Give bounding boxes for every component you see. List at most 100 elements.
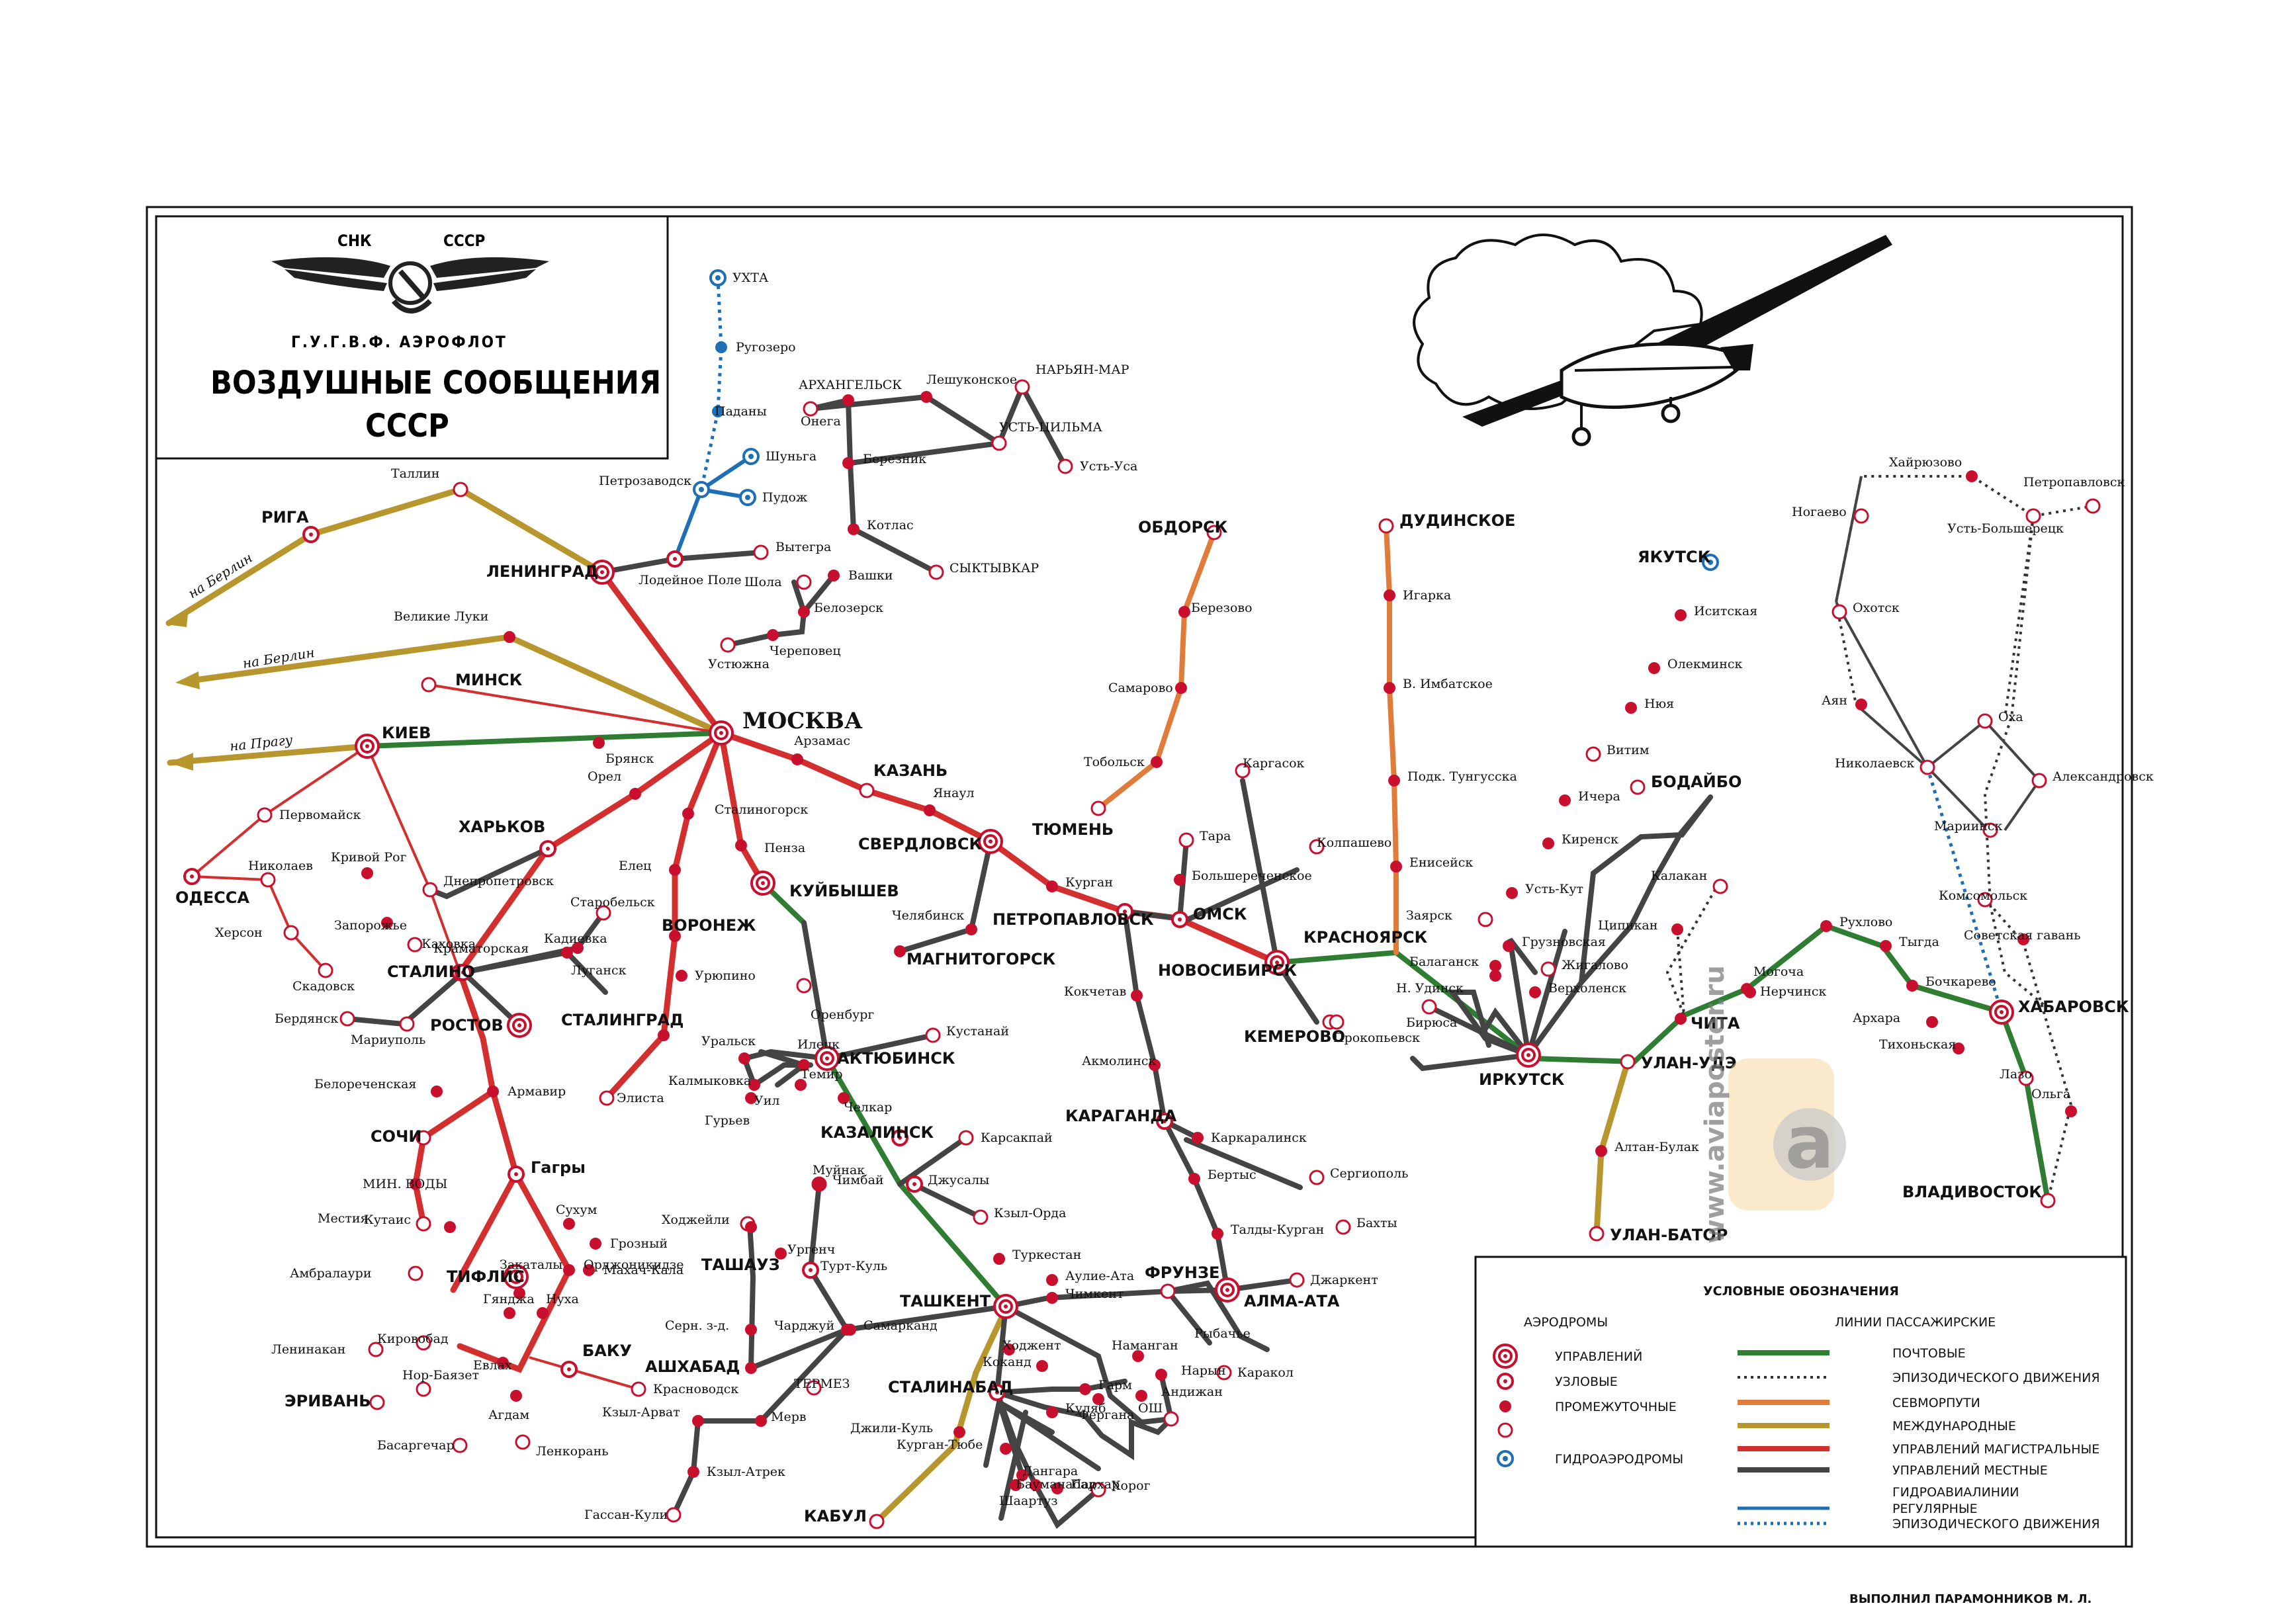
city-18-label: Янаул [933, 786, 975, 800]
city-120-label: Джаркент [1310, 1273, 1378, 1287]
city-0-label: УХТА [732, 271, 769, 285]
city-26-label: ОДЕССА [175, 888, 249, 907]
city-83-marker [828, 570, 840, 581]
city-178-marker [1585, 746, 1601, 762]
city-165-label: Джили-Куль [850, 1421, 933, 1435]
city-115-marker [1212, 1228, 1223, 1240]
city-200-marker [1880, 940, 1892, 952]
city-38-marker [572, 942, 584, 954]
city-201-marker [1906, 980, 1918, 992]
city-207-marker [2040, 1193, 2056, 1209]
city-172-marker [1090, 1482, 1106, 1498]
city-193-marker [1589, 1226, 1605, 1242]
city-141-label: Ургенч [787, 1242, 835, 1257]
inner-frame [155, 215, 2124, 1539]
city-111-label: Акмолинск [1082, 1054, 1157, 1068]
city-173-label: КАБУЛ [804, 1507, 867, 1525]
city-171-label: Пархар [1071, 1477, 1120, 1492]
city-138-marker [813, 1178, 825, 1190]
legend-title: УСЛОВНЫЕ ОБОЗНАЧЕНИЯ [1703, 1284, 1899, 1299]
city-165-marker [953, 1426, 965, 1438]
city-31-label: Запорожье [334, 918, 407, 933]
city-202-label: Архара [1853, 1011, 1900, 1025]
city-125-label: Уральск [701, 1034, 756, 1048]
city-153-marker [692, 1415, 704, 1427]
city-66-marker [560, 1361, 578, 1378]
city-73-marker [842, 394, 854, 406]
city-216-marker [2031, 773, 2047, 789]
city-150-marker [755, 1415, 767, 1427]
city-32-marker [407, 937, 423, 953]
city-92-label: ДУДИНСКОЕ [1399, 511, 1515, 530]
city-47-marker [431, 1086, 443, 1097]
city-14-marker [355, 734, 380, 759]
city-174-marker [1702, 554, 1719, 571]
city-145-marker [1046, 1292, 1058, 1304]
city-157-marker [1132, 1350, 1144, 1362]
city-33-label: Скадовск [292, 979, 355, 994]
title-ussr-top: СССР [443, 232, 485, 250]
city-125-marker [738, 1052, 750, 1064]
city-87-marker [1206, 525, 1222, 540]
city-216-label: Александровск [2052, 769, 2154, 784]
legend-panel: УСЛОВНЫЕ ОБОЗНАЧЕНИЯ АЭРОДРОМЫ ЛИНИИ ПАС… [1474, 1256, 2127, 1548]
city-157-label: Наманган [1112, 1338, 1178, 1353]
city-48-marker [487, 1086, 499, 1097]
city-195-marker [1671, 923, 1683, 935]
city-5-marker [739, 489, 756, 506]
city-63-label: Ленинакан [271, 1342, 345, 1357]
city-62-marker [537, 1307, 549, 1319]
city-107-marker [1264, 950, 1290, 975]
city-164-label: СТАЛИНАБАД [888, 1378, 1013, 1396]
city-50-marker [507, 1166, 525, 1183]
city-129-label: Уил [754, 1093, 779, 1108]
city-85-marker [767, 629, 779, 641]
city-148-marker [745, 1324, 757, 1336]
city-154-marker [687, 1466, 699, 1478]
city-98-label: Колпашево [1317, 835, 1391, 850]
city-23-label: Пенза [764, 841, 805, 855]
city-170-label: Бауманабад [1016, 1477, 1096, 1492]
city-191-label: УЛАН-УДЭ [1641, 1054, 1737, 1072]
city-144-label: Аулие-Ата [1065, 1269, 1134, 1283]
city-13-marker [709, 720, 734, 746]
city-55-marker [590, 1238, 601, 1250]
city-28-marker [361, 867, 373, 879]
city-58-label: ТИФЛИС [447, 1267, 525, 1286]
city-140-label: Кзыл-Орда [994, 1206, 1066, 1220]
city-204-label: ХАБАРОВСК [2018, 998, 2129, 1016]
city-110-label: Прокопьевск [1333, 1031, 1420, 1045]
city-57-marker [408, 1265, 423, 1281]
city-14-label: КИЕВ [382, 724, 431, 742]
city-133-label: КАЗАЛИНСК [820, 1123, 934, 1142]
city-162-label: Фергана [1079, 1408, 1134, 1422]
city-84-marker [798, 606, 810, 618]
city-6-marker [666, 550, 684, 568]
city-71-label: Басаргечар [377, 1438, 455, 1453]
city-78-label: УСТЬ-ЦИЛЬМА [999, 420, 1102, 435]
city-59-marker [513, 1287, 525, 1299]
city-12-label: МИНСК [455, 671, 523, 689]
city-19-label: СВЕРДЛОВСК [858, 835, 983, 853]
legend-aerodrome-1: УЗЛОВЫЕ [1555, 1375, 1618, 1389]
city-36-label: Краматорская [433, 941, 529, 956]
city-166-marker [1046, 1406, 1058, 1418]
legend-aerodrome-2: ПРОМЕЖУТОЧНЫЕ [1555, 1400, 1677, 1414]
city-8-marker [590, 560, 615, 585]
city-59-label: Закаталы [500, 1258, 562, 1272]
city-55-label: Грозный [610, 1236, 668, 1251]
city-69-label: ЭРИВАНЬ [285, 1392, 371, 1410]
city-135-label: Муйнак [813, 1163, 865, 1177]
city-45-marker [658, 1029, 670, 1041]
city-19-marker [978, 829, 1003, 854]
city-49-label: СОЧИ [371, 1127, 422, 1146]
title-box: СНК СССР Г.У.Г.В.Ф. АЭРОФЛОТ ВОЗДУШНЫЕ С… [155, 215, 669, 460]
city-93-label: Игарка [1403, 588, 1451, 603]
city-88-marker [1178, 606, 1190, 618]
city-213-marker [1855, 699, 1867, 710]
city-41-marker [507, 1013, 532, 1038]
city-56-marker [416, 1216, 431, 1232]
city-161-marker [1135, 1390, 1147, 1402]
city-0-marker [709, 269, 727, 286]
city-188-marker [1529, 986, 1541, 998]
